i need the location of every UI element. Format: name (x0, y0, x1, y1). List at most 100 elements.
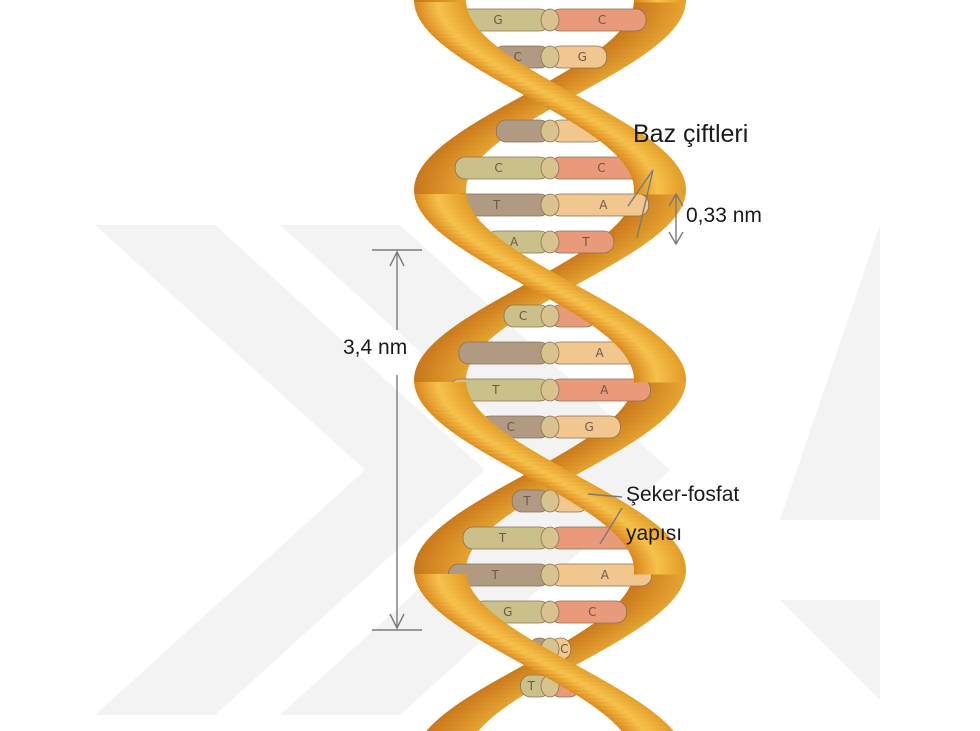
backbone-segment (461, 58, 520, 63)
backbone-segment (415, 6, 468, 11)
backbone-segment (458, 246, 517, 251)
backbone-segment (564, 638, 624, 643)
backbone-segment (511, 658, 571, 663)
backbone-segment (421, 22, 476, 27)
base-pair: TA (451, 194, 648, 216)
base-pair: A (459, 342, 641, 364)
backbone-segment (455, 54, 514, 59)
backbone-segment (611, 150, 668, 155)
backbone-segment (487, 454, 547, 459)
backbone-segment (490, 266, 550, 271)
backbone-segment (449, 326, 507, 331)
backbone-segment (414, 190, 466, 195)
backbone-segment (441, 522, 499, 527)
base-letter-right: A (599, 198, 608, 212)
backbone-segment (414, 382, 467, 387)
base-letter-left: T (492, 198, 501, 212)
backbone-segment (613, 342, 670, 347)
backbone-segment (533, 670, 593, 675)
backbone-segment (449, 430, 507, 435)
backbone-segment (458, 626, 517, 631)
backbone-segment (414, 370, 467, 375)
base-letter-left: T (527, 679, 536, 693)
backbone-segment (615, 154, 671, 159)
base-left (463, 527, 550, 549)
backbone-segment (551, 110, 611, 115)
backbone-segment (483, 262, 543, 267)
base-letter-left: T (491, 383, 500, 397)
base-letter-right: T (581, 235, 590, 249)
backbone-segment (613, 722, 670, 727)
backbone-segment (447, 238, 505, 243)
backbone-segment (415, 198, 468, 203)
base-pair: TA (450, 379, 651, 401)
base-letter-left: C (494, 161, 502, 175)
backbone-segment (544, 486, 604, 491)
backbone-segment (550, 266, 610, 271)
backbone-segment (621, 350, 677, 355)
backbone-segment (583, 626, 642, 631)
base-letter-right: G (578, 50, 587, 64)
backbone-segment (599, 330, 657, 335)
backbone-segment (454, 322, 513, 327)
backbone-segment (433, 226, 490, 231)
backbone-segment (632, 370, 685, 375)
backbone-segment (449, 50, 507, 55)
backbone-segment (444, 46, 502, 51)
backbone-segment (571, 122, 630, 127)
backbone-segment (561, 450, 621, 455)
backbone-segment (606, 230, 663, 235)
base-letter-left: G (493, 13, 502, 27)
backbone-segment (627, 358, 682, 363)
base-letter-right: C (588, 605, 596, 619)
backbone-segment (564, 258, 624, 263)
backbone-segment (493, 78, 553, 83)
backbone-segment (447, 618, 505, 623)
backbone-segment (540, 674, 600, 679)
backbone-segment (555, 682, 615, 687)
backbone-segment (444, 426, 502, 431)
backbone-segment (424, 26, 480, 31)
base-pair: T (463, 527, 637, 549)
backbone-segment (446, 138, 504, 143)
backbone-segment (587, 322, 646, 327)
backbone-segment (421, 402, 476, 407)
base-join (541, 231, 559, 253)
backbone-segment (433, 606, 490, 611)
backbone-segment (415, 386, 468, 391)
backbone-segment (515, 470, 575, 475)
backbone-segment (431, 414, 488, 419)
backbone-segment (437, 146, 494, 151)
backbone-segment (567, 446, 626, 451)
backbone-segment (417, 362, 471, 367)
backbone-segment (489, 110, 549, 115)
backbone-segment (442, 234, 500, 239)
backbone-segment (624, 402, 679, 407)
base-join (541, 601, 559, 623)
backbone-segment (437, 230, 494, 235)
backbone-segment (555, 302, 615, 307)
base-join (541, 46, 559, 68)
backbone-segment (473, 446, 532, 451)
backbone-segment (619, 158, 675, 163)
backbone-segment (423, 214, 478, 219)
backbone-segment (577, 630, 636, 635)
backbone-segment (420, 590, 475, 595)
backbone-segment (416, 582, 470, 587)
base-join (541, 194, 559, 216)
backbone-segment (480, 70, 540, 75)
backbone-segment (590, 514, 648, 519)
base-join (541, 157, 559, 179)
base-letter-right: C (598, 13, 606, 27)
backbone-segment (547, 298, 607, 303)
backbone-segment (452, 622, 510, 627)
backbone-segment (467, 62, 526, 67)
backbone-segment (604, 714, 661, 719)
backbone-segment (575, 314, 634, 319)
backbone-segment (493, 458, 553, 463)
base-letter-right: A (600, 383, 609, 397)
backbone-segment (593, 706, 651, 711)
backbone-segment (622, 594, 677, 599)
backbone-segment (415, 558, 468, 563)
